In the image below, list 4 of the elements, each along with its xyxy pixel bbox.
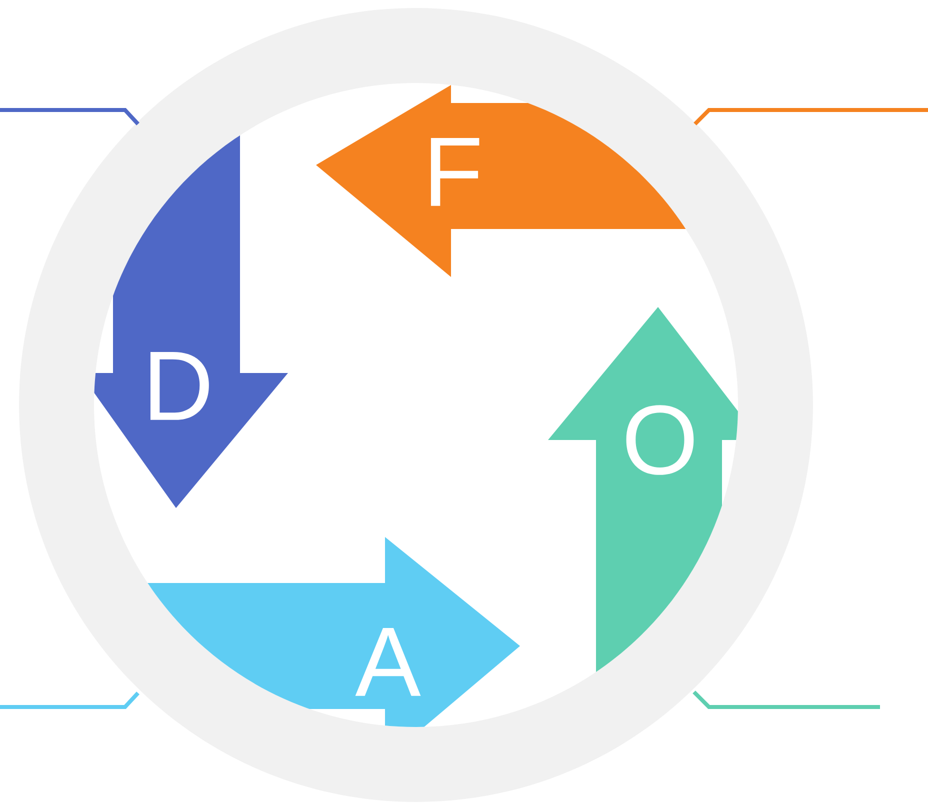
leader-line <box>0 692 140 709</box>
leader-line <box>0 108 140 126</box>
leader-line <box>692 690 880 709</box>
leader-line <box>694 108 928 126</box>
